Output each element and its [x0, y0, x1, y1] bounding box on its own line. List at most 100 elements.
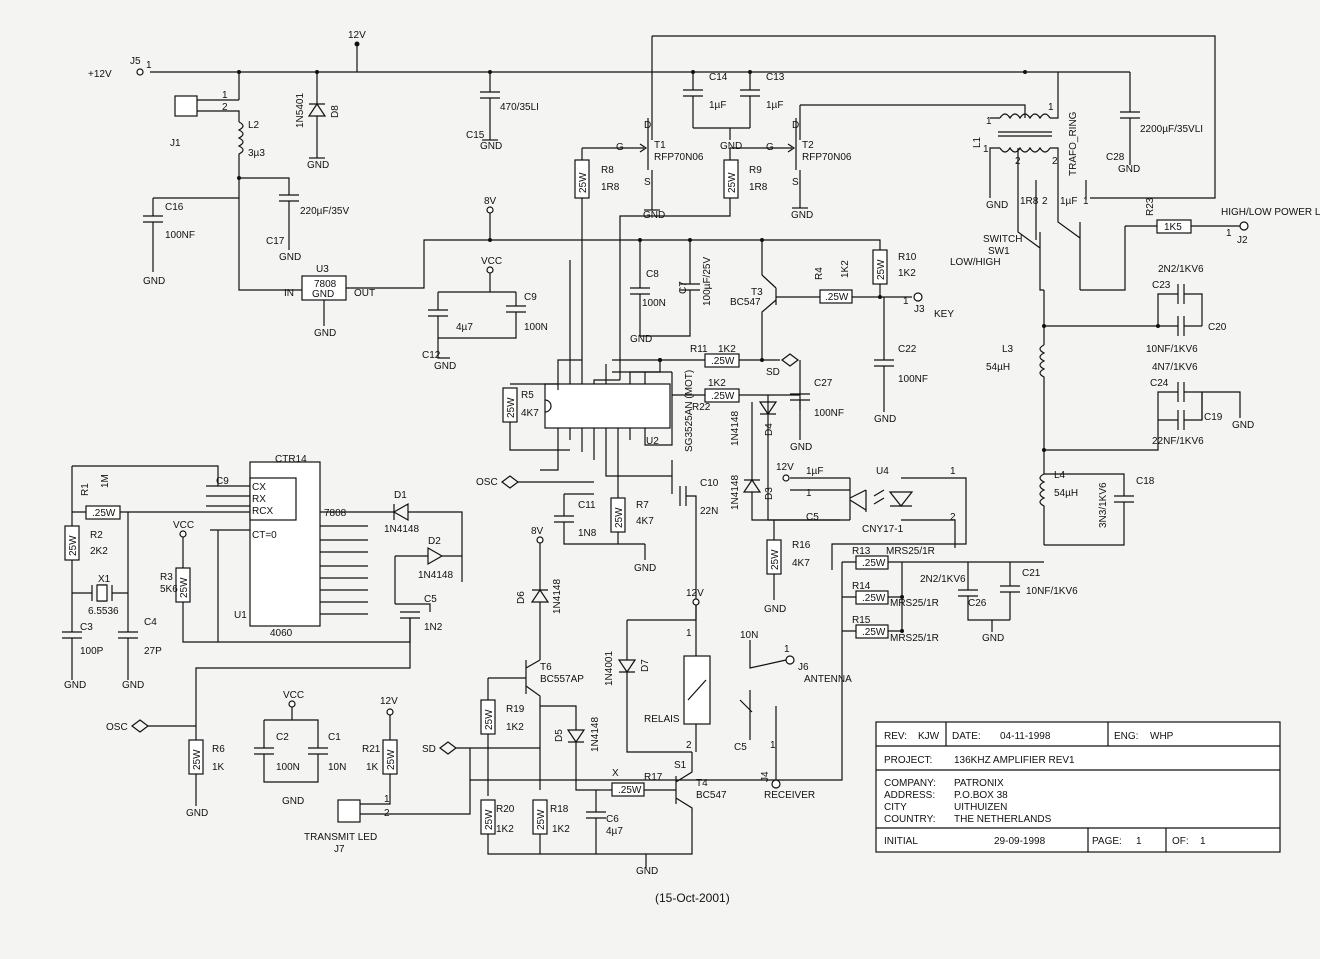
schematic-label: 100NF	[165, 230, 195, 241]
schematic-label: 1	[1136, 836, 1142, 847]
schematic-label: CX	[252, 482, 266, 493]
schematic-label: 25W	[614, 507, 625, 528]
schematic-label: 100N	[276, 762, 300, 773]
schematic-label: 4K7	[792, 558, 810, 569]
schematic-label: VCC	[173, 520, 194, 531]
schematic-label: GND	[874, 414, 896, 425]
schematic-label: SW1	[988, 246, 1010, 257]
schematic-label: 12V	[380, 696, 398, 707]
schematic-label: L2	[248, 120, 260, 131]
schematic-label: 2	[950, 512, 956, 523]
capacitor-c11: C11 1N8	[554, 493, 645, 545]
schematic-label: GND	[791, 210, 813, 221]
resistor-r23: 1K5 R23	[1080, 197, 1240, 291]
schematic-label: CTR14	[275, 454, 307, 465]
schematic-label: C2	[276, 732, 289, 743]
capacitor-c14: C14 1µF	[683, 72, 728, 128]
schematic-label: C8	[646, 269, 659, 280]
capacitor-c22: C22 100NF GND	[874, 297, 928, 425]
schematic-label: GND	[279, 252, 301, 263]
transformer-l1: 1 1 1 2 2 L1 TRAFO_RING GND	[972, 72, 1079, 211]
crystal-x1: X1 6.5536	[72, 512, 129, 632]
sd-port-lower: SD	[422, 741, 540, 755]
schematic-label: CT=0	[252, 530, 277, 541]
schematic-label: RCX	[252, 506, 273, 517]
diode-d6: 8V D6 1N4148	[516, 526, 563, 660]
schematic-label: 7808	[314, 279, 337, 290]
capacitor-c26: 2N2/1KV6 C26	[920, 562, 1010, 621]
schematic-label: 1N4148	[384, 524, 419, 535]
schematic-label: 4N7/1KV6	[1152, 362, 1198, 373]
resistor-r20: 25W R20 1K2	[480, 799, 646, 855]
schematic-label: GND	[282, 796, 304, 807]
schematic-label: 220µF/35V	[300, 206, 349, 217]
schematic-label: J2	[1237, 235, 1248, 246]
connector-j3: 1 J3 KEY	[903, 292, 954, 320]
schematic-label: GND	[434, 361, 456, 372]
schematic-label: C17	[266, 236, 285, 247]
schematic-label: ANTENNA	[804, 674, 852, 685]
schematic-label: .25W	[862, 627, 886, 638]
supply-8v: 8V	[484, 196, 764, 242]
connector-j2: 1 J2 HIGH/LOW POWER LED	[1221, 207, 1320, 246]
schematic-label: OUT	[354, 288, 375, 299]
schematic-label: 1	[784, 644, 790, 655]
schematic-label: SD	[766, 367, 780, 378]
resistor-r9: 25W R9 1R8	[619, 147, 776, 380]
schematic-label: 22NF/1KV6	[1152, 436, 1204, 447]
schematic-label: 1	[1226, 228, 1232, 239]
schematic-label: 7808	[324, 508, 347, 519]
schematic-label: C24	[1150, 378, 1169, 389]
schematic-label: R4	[814, 267, 825, 280]
schematic-label: GND	[630, 334, 652, 345]
schematic-label: C6	[606, 814, 619, 825]
resistor-r17: .25W R17 X	[600, 768, 676, 797]
schematic-label: D7	[640, 659, 651, 672]
schematic-label: 1N4148	[730, 475, 741, 510]
schematic-label: ADDRESS:	[884, 790, 935, 801]
ic-u2: SG3525AN (MOT) U2	[540, 260, 695, 477]
regulator-u3: 7808 GND U3 IN OUT GND	[284, 239, 881, 339]
osc-port: OSC	[476, 475, 594, 489]
schematic-label: GND	[122, 680, 144, 691]
schematic-label: 1K5	[1164, 222, 1182, 233]
resistor-r18: 25W R18 1K2	[532, 799, 570, 854]
schematic-label: OSC	[106, 722, 128, 733]
capacitor-c19: C19 22NF/1KV6 GND	[1152, 391, 1254, 447]
schematic-label: P.O.BOX 38	[954, 790, 1008, 801]
schematic-label: 100N	[642, 298, 666, 309]
schematic-label: C21	[1022, 568, 1041, 579]
resistor-r1: R1 1M .25W	[71, 465, 250, 526]
schematic-label: 1	[222, 90, 228, 101]
capacitor-c15: 470/35LI C15 GND	[466, 72, 539, 152]
resistor-r8: 25W R8 1R8	[574, 147, 628, 380]
schematic-label: PATRONIX	[954, 778, 1004, 789]
schematic-label: 25W	[578, 172, 589, 193]
connector-j7: 1 2 TRANSMIT LED J7	[304, 780, 471, 855]
schematic-label: 25W	[68, 535, 79, 556]
resistor-r11: .25W R11 1K2 SD	[612, 344, 799, 378]
schematic-label: 1	[1200, 836, 1206, 847]
schematic-label: T6	[540, 662, 552, 673]
resistor-r3: VCC 25W R3 5K6	[160, 520, 411, 643]
schematic-label: C28	[1106, 152, 1125, 163]
footer-date: (15-Oct-2001)	[655, 891, 730, 905]
capacitor-c2: VCC C2 100N GND	[254, 690, 319, 807]
schematic-label: R8	[601, 165, 614, 176]
schematic-label: C15	[466, 130, 485, 141]
schematic-label: SG3525AN (MOT)	[684, 370, 695, 452]
schematic-label: J5	[130, 56, 141, 67]
resistor-r14: .25W R14 MRS25/1R	[842, 581, 939, 609]
schematic-label: 470/35LI	[500, 102, 539, 113]
title-block: REV: KJW DATE: 04-11-1998 ENG: WHP PROJE…	[875, 721, 1281, 853]
schematic-label: R2	[90, 530, 103, 541]
schematic-label: C18	[1136, 476, 1155, 487]
capacitor-c12: 4µ7 C12 GND	[422, 292, 473, 372]
schematic-label: R20	[496, 804, 515, 815]
schematic-label: HIGH/LOW POWER LED	[1221, 207, 1320, 218]
schematic-label: 100N	[524, 322, 548, 333]
schematic-label: D2	[428, 536, 441, 547]
schematic-label: 1R8	[1020, 196, 1039, 207]
schematic-label: 25W	[506, 397, 517, 418]
schematic-label: 2	[1052, 156, 1058, 167]
